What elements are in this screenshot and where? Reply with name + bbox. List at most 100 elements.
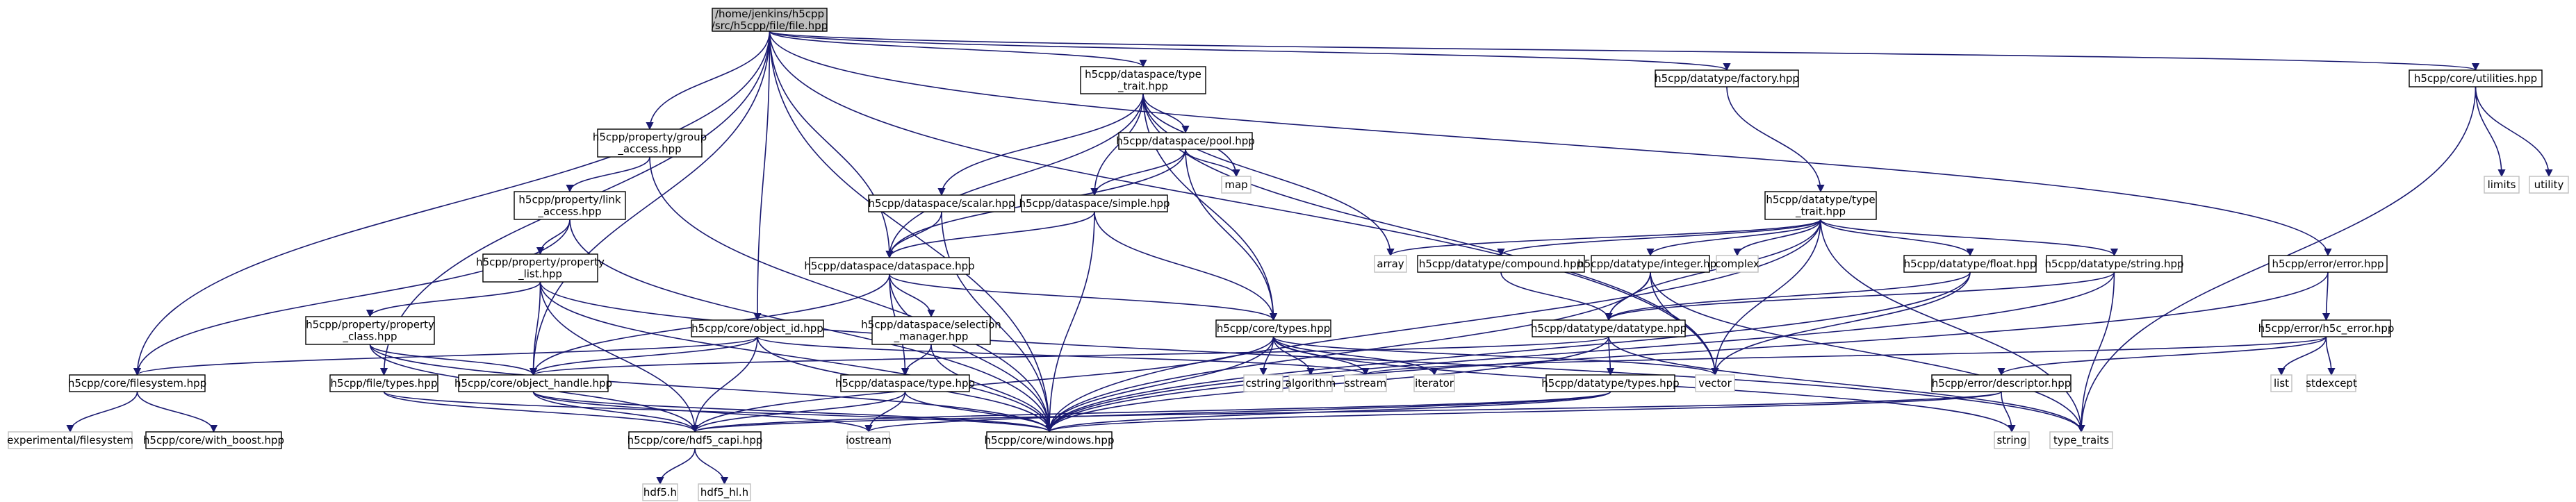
node-label: iostream (846, 434, 892, 446)
node-box (691, 319, 824, 337)
node-dttypes[interactable]: h5cpp/datatype/types.hpp (1541, 374, 1680, 392)
edge-linkaccess-to-filesystem (133, 219, 571, 376)
node-box (1288, 374, 1333, 392)
node-box (1215, 319, 1331, 337)
node-hdf5hl: hdf5_hl.h (698, 483, 751, 501)
node-scalar[interactable]: h5cpp/dataspace/scalar.hpp (868, 194, 1015, 212)
edge-float-to-datatype (1605, 271, 1971, 321)
node-label: _trait.hpp (1117, 80, 1168, 93)
node-coretypes[interactable]: h5cpp/core/types.hpp (1215, 319, 1331, 337)
edge-root-to-dtfactory (769, 31, 1731, 72)
node-label: h5cpp/dataspace/dataspace.hpp (804, 260, 974, 272)
node-box (1764, 191, 1877, 220)
node-descriptor[interactable]: h5cpp/error/descriptor.hpp (1931, 374, 2072, 392)
node-label: h5cpp/error/h5c_error.hpp (2258, 322, 2395, 335)
node-label: h5cpp/datatype/float.hpp (1904, 258, 2037, 270)
node-label: /src/h5cpp/file/file.hpp (712, 19, 828, 32)
node-label: h5cpp/dataspace/type.hpp (835, 377, 975, 390)
node-box (1903, 255, 2037, 273)
edge-dttypetrait-to-compound (1497, 219, 1821, 257)
node-integer[interactable]: h5cpp/datatype/integer.hpp (1577, 255, 1723, 273)
node-box (1021, 194, 1168, 212)
edge-proplist-to-objhandle (529, 281, 541, 376)
node-box (1080, 66, 1206, 94)
node-pool[interactable]: h5cpp/dataspace/pool.hpp (1116, 132, 1255, 150)
edge-objectid-to-objhandle (530, 336, 758, 376)
node-groupaccess[interactable]: h5cpp/property/group_access.hpp (593, 128, 707, 158)
node-windows[interactable]: h5cpp/core/windows.hpp (985, 431, 1115, 449)
node-selman[interactable]: h5cpp/dataspace/selection_manager.hpp (861, 316, 1001, 345)
node-box (8, 431, 133, 449)
edge-errorhpp-to-windows (1045, 271, 2329, 433)
node-propclass[interactable]: h5cpp/property/property_class.hpp (305, 316, 435, 345)
node-dtfactory[interactable]: h5cpp/datatype/factory.hpp (1655, 69, 1799, 87)
node-box (2268, 255, 2388, 273)
node-label: h5cpp/dataspace/pool.hpp (1116, 135, 1255, 147)
node-box (871, 316, 991, 345)
node-typetraits: type_traits (2049, 431, 2113, 449)
node-box (1374, 255, 1407, 273)
node-box (1417, 255, 1585, 273)
node-label: h5cpp/core/windows.hpp (985, 434, 1115, 446)
node-box (2484, 176, 2520, 194)
node-objectid[interactable]: h5cpp/core/object_id.hpp (691, 319, 824, 337)
edge-compound-to-datatype (1500, 271, 1613, 321)
node-filesystem[interactable]: h5cpp/core/filesystem.hpp (68, 374, 206, 392)
node-stdexcept: stdexcept (2306, 374, 2357, 392)
node-dstype[interactable]: h5cpp/dataspace/type.hpp (835, 374, 975, 392)
node-label: h5cpp/property/property (306, 319, 434, 331)
node-withboost[interactable]: h5cpp/core/with_boost.hpp (143, 431, 284, 449)
node-dataspace[interactable]: h5cpp/dataspace/dataspace.hpp (804, 257, 975, 275)
node-utilities[interactable]: h5cpp/core/utilities.hpp (2409, 69, 2543, 87)
node-label: complex (1715, 258, 1759, 270)
edge-dttypetrait-to-dtstring (1820, 219, 2118, 257)
node-objhandle[interactable]: h5cpp/core/object_handle.hpp (454, 374, 612, 392)
edge-proplist-to-hdf5capi (539, 281, 699, 433)
node-dtstring[interactable]: h5cpp/datatype/string.hpp (2044, 255, 2184, 273)
dependency-edges (66, 31, 2553, 485)
edge-filesystem-to-withboost (136, 391, 218, 433)
edge-dstypetrait-to-scalar (937, 93, 1144, 196)
node-iostream: iostream (846, 431, 892, 449)
edge-filesystem-to-expfs (66, 391, 138, 433)
node-linkaccess[interactable]: h5cpp/property/link_access.hpp (514, 191, 626, 220)
node-box (2409, 69, 2543, 87)
node-label: type_traits (2053, 434, 2109, 447)
edge-coretypes-to-windows (1045, 336, 1274, 433)
node-float[interactable]: h5cpp/datatype/float.hpp (1903, 255, 2037, 273)
node-label: h5cpp/core/with_boost.hpp (143, 434, 284, 447)
edge-dtstring-to-windows (1045, 271, 2115, 433)
dependency-nodes: /home/jenkins/h5cpp/src/h5cpp/file/file.… (7, 8, 2569, 501)
edge-utilities-to-limits (2475, 86, 2506, 178)
node-map: map (1221, 176, 1252, 194)
node-dttypetrait[interactable]: h5cpp/datatype/type_trait.hpp (1764, 191, 1877, 220)
node-dstypetrait[interactable]: h5cpp/dataspace/type_trait.hpp (1080, 66, 1206, 94)
node-simple[interactable]: h5cpp/dataspace/simple.hpp (1019, 194, 1170, 212)
node-box (1532, 319, 1686, 337)
node-proplist[interactable]: h5cpp/property/property_list.hpp (476, 253, 605, 283)
edge-datatype-to-objhandle (530, 336, 1609, 376)
node-filetypes[interactable]: h5cpp/file/types.hpp (329, 374, 438, 392)
node-label: map (1224, 178, 1247, 191)
node-label: string (1996, 434, 2026, 446)
edge-objhandle-to-hdf5capi (532, 391, 699, 433)
node-vector: vector (1695, 374, 1735, 392)
node-box (2049, 431, 2113, 449)
edge-groupaccess-to-linkaccess (566, 156, 650, 193)
node-label: vector (1698, 377, 1732, 390)
node-label: h5cpp/core/hdf5_capi.hpp (627, 434, 763, 447)
edge-selman-to-dstype (901, 344, 932, 376)
node-errorhpp[interactable]: h5cpp/error/error.hpp (2268, 255, 2388, 273)
node-root[interactable]: /home/jenkins/h5cpp/src/h5cpp/file/file.… (712, 8, 828, 32)
node-compound[interactable]: h5cpp/datatype/compound.hpp (1417, 255, 1585, 273)
node-h5cerror[interactable]: h5cpp/error/h5c_error.hpp (2258, 319, 2395, 337)
node-datatype[interactable]: h5cpp/datatype/datatype.hpp (1531, 319, 1687, 337)
edge-dttypetrait-to-typetraits (1820, 219, 2085, 433)
node-hdf5capi[interactable]: h5cpp/core/hdf5_capi.hpp (627, 431, 763, 449)
node-iterator: iterator (1413, 374, 1455, 392)
node-label: h5cpp/dataspace/selection (861, 319, 1001, 331)
edge-dstype-to-iostream (864, 391, 906, 433)
node-cstring: cstring (1243, 374, 1283, 392)
node-label: h5cpp/core/utilities.hpp (2414, 72, 2537, 85)
node-string: string (1994, 431, 2030, 449)
